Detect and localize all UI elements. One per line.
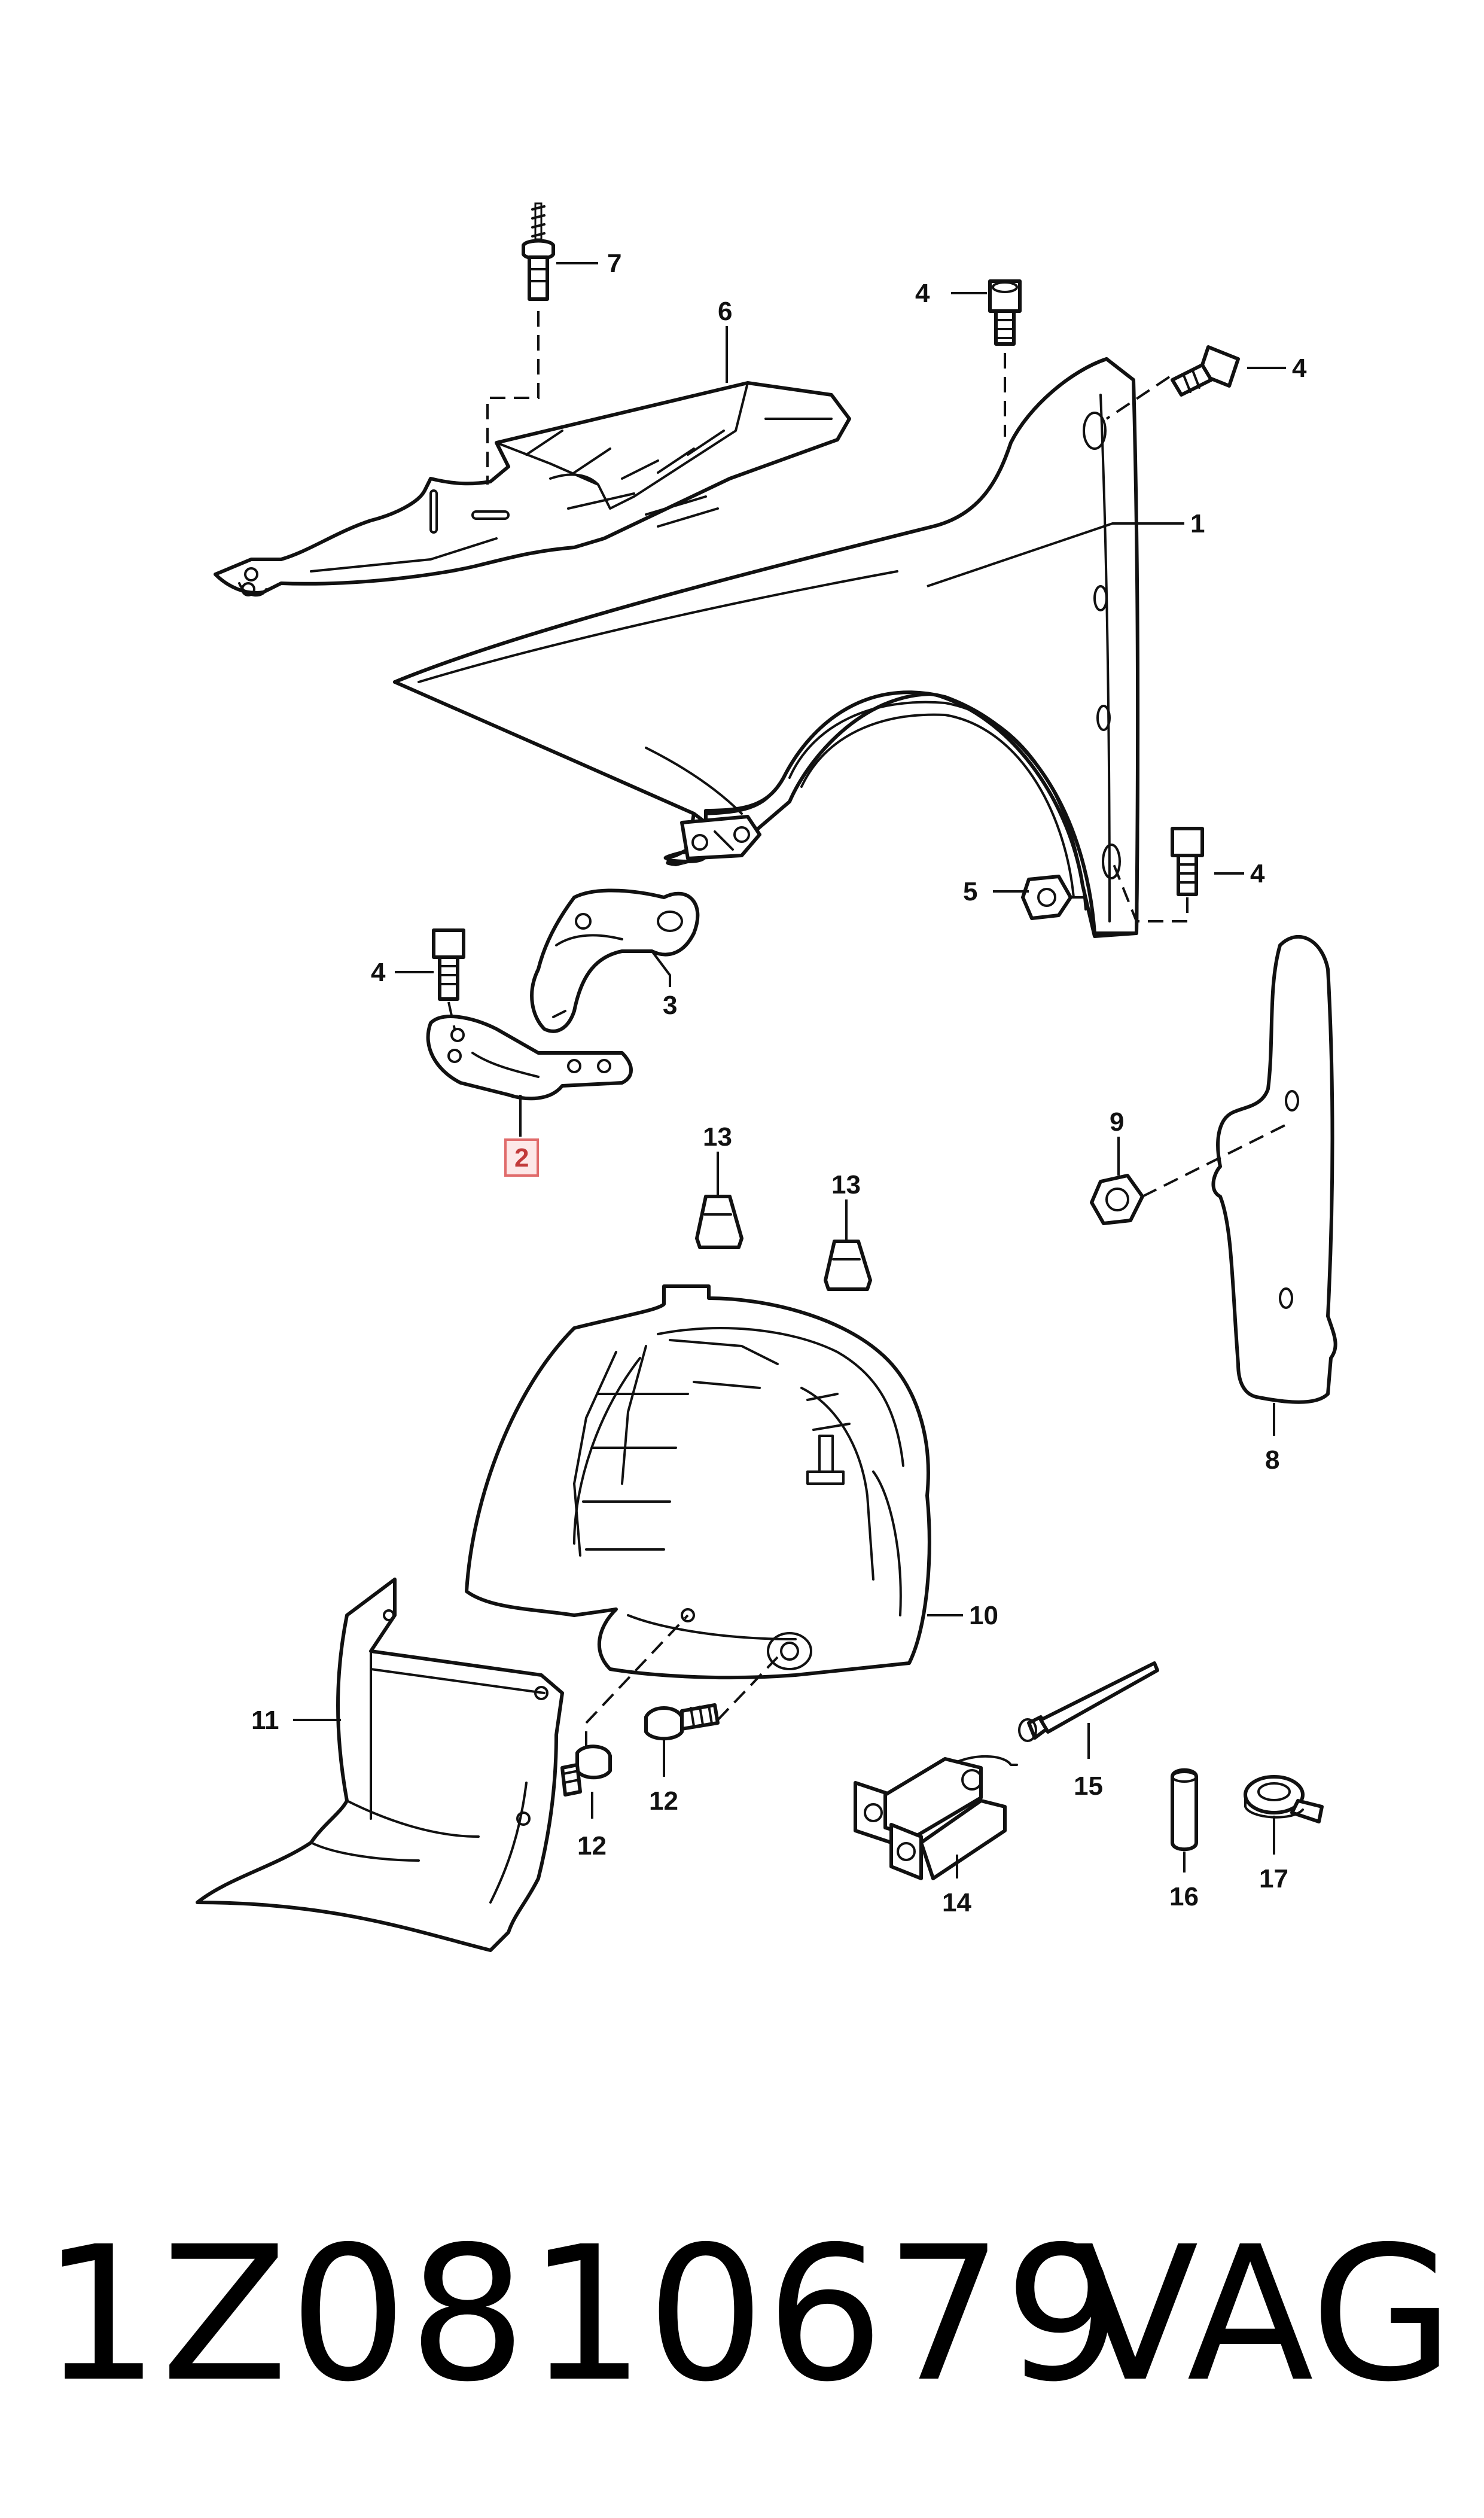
screw-part-4-lower	[1171, 827, 1204, 896]
fender-part-1	[393, 357, 1140, 938]
callout-5: 5	[963, 877, 977, 906]
bracket-part-3	[530, 888, 700, 1033]
bracket-part-2	[426, 1015, 633, 1101]
callout-2: 2	[514, 1143, 529, 1173]
callout-8: 8	[1265, 1445, 1279, 1475]
cable-holder-part-14	[854, 1755, 1018, 1880]
tape-part-17	[1244, 1775, 1324, 1823]
screw-part-4-top	[988, 279, 1022, 346]
callout-1: 1	[1190, 509, 1205, 538]
screw-part-4-right	[1171, 345, 1240, 397]
callout-12-left: 12	[577, 1831, 607, 1861]
clip-part-13-right	[824, 1240, 872, 1291]
callout-17: 17	[1259, 1864, 1288, 1893]
brand-name: VAG	[1071, 2207, 1454, 2423]
callout-11: 11	[251, 1706, 279, 1735]
callout-15: 15	[1074, 1771, 1103, 1801]
assembly-lines	[447, 311, 1287, 1747]
screw-part-12-left	[560, 1744, 612, 1797]
highlight-box-2	[504, 1138, 539, 1177]
plug-part-16	[1171, 1768, 1198, 1852]
splash-shield-part-11	[196, 1578, 564, 1952]
screw-part-4-left	[432, 928, 465, 1001]
callout-16: 16	[1169, 1882, 1199, 1911]
callout-13-left: 13	[703, 1122, 732, 1152]
cable-tie-part-15	[1018, 1661, 1159, 1742]
callout-14: 14	[942, 1888, 971, 1917]
nut-part-5	[1021, 875, 1072, 920]
callout-4-top: 4	[915, 279, 930, 308]
screw-part-12-right	[644, 1703, 720, 1741]
callout-7: 7	[607, 249, 621, 278]
callout-10: 10	[969, 1601, 998, 1630]
callout-4-lower: 4	[1250, 859, 1265, 888]
callout-4-left: 4	[371, 958, 386, 987]
callouts: 7 6 4 4 1 4 5 4 3 2 13 13 9 8 10 11 12 1…	[251, 249, 1307, 1917]
leader-lines	[293, 262, 1286, 1878]
support-bracket-part-6	[214, 381, 851, 597]
footer: 1Z0810679 VAG	[0, 2202, 1484, 2429]
callout-13-right: 13	[831, 1170, 861, 1199]
callout-6: 6	[718, 297, 732, 326]
insulation-panel-part-8	[1211, 934, 1337, 1404]
nut-part-9	[1090, 1174, 1144, 1225]
callout-3: 3	[663, 991, 677, 1020]
wheel-arch-liner-part-10	[465, 1284, 931, 1680]
part-number: 1Z0810679	[42, 2207, 1124, 2423]
callout-9: 9	[1110, 1107, 1124, 1137]
clip-part-13-left	[695, 1195, 743, 1249]
callout-12-right: 12	[649, 1786, 678, 1816]
callout-4-right: 4	[1292, 354, 1307, 383]
screw-part-7	[522, 202, 555, 301]
